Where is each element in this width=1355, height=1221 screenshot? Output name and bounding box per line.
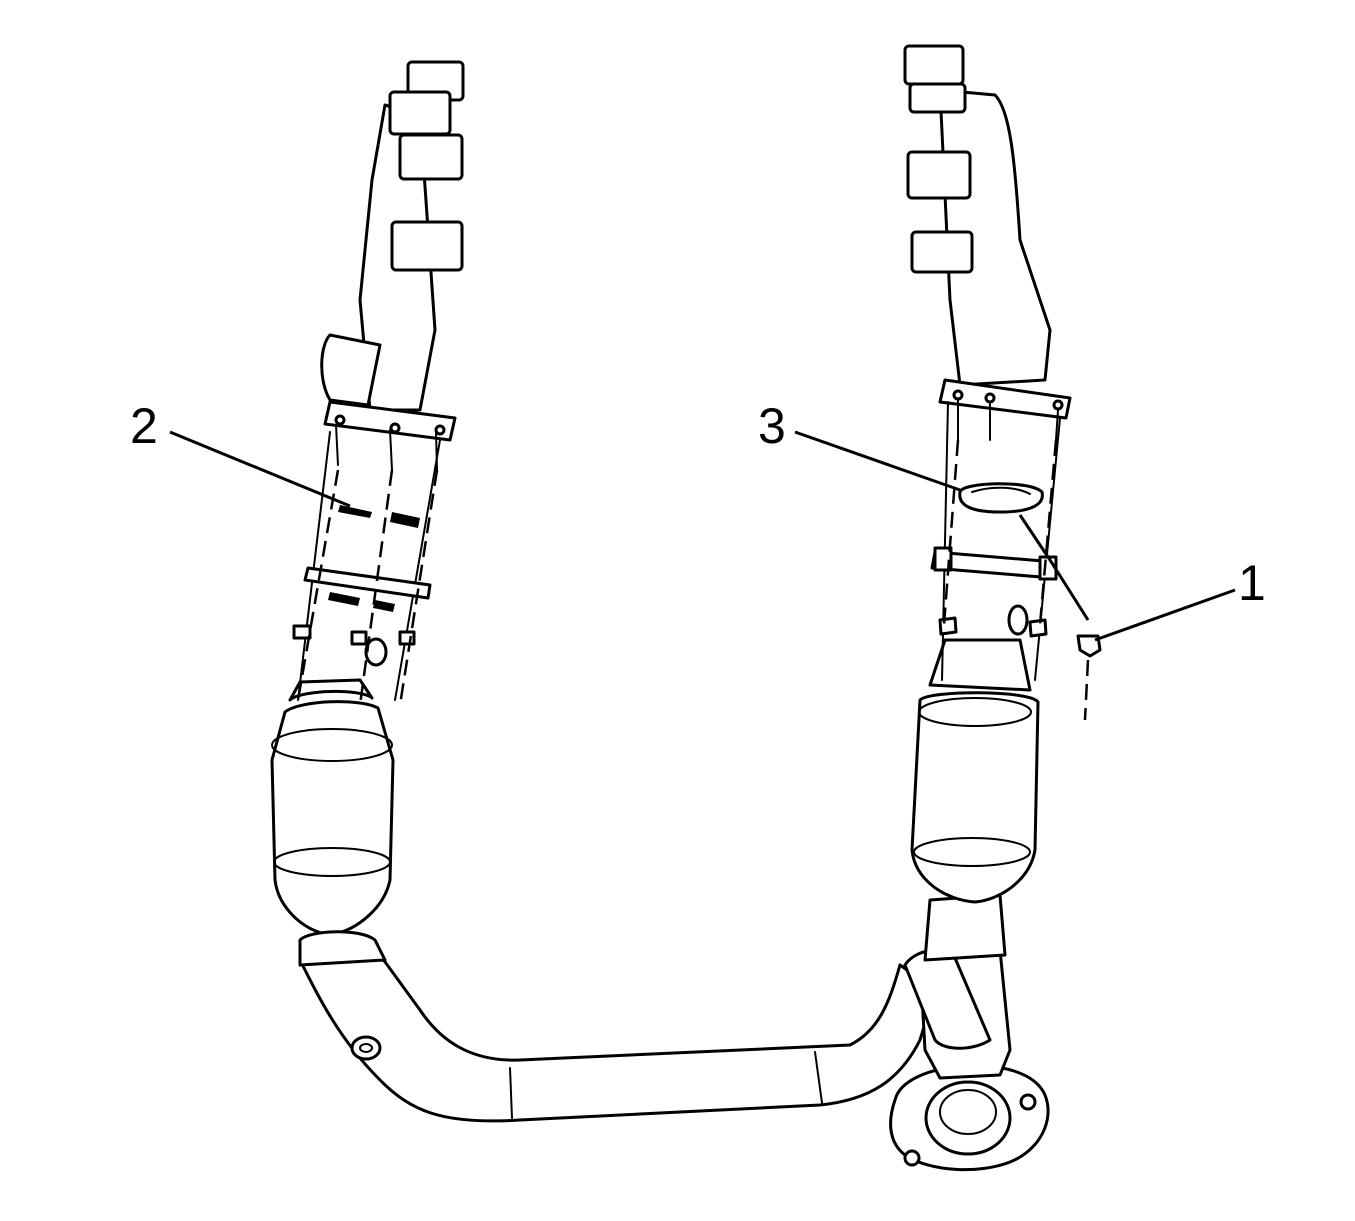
outlet-flange — [889, 1064, 1050, 1172]
right-inlet-pipe — [930, 401, 1061, 681]
left-inlet-pipe — [292, 431, 441, 701]
callout-2: 2 — [130, 398, 158, 454]
left-catalytic-converter — [270, 678, 395, 967]
leader-line-3 — [794, 430, 961, 492]
callout-1: 1 — [1238, 555, 1266, 611]
leader-line-1-tail — [1018, 514, 1090, 621]
leader-line-2 — [169, 430, 351, 508]
leader-line-1 — [1094, 588, 1236, 642]
left-studs — [296, 424, 439, 706]
left-exhaust-manifold — [320, 60, 465, 442]
nut — [1076, 634, 1102, 721]
gasket — [958, 482, 1044, 514]
crossover-pipe — [298, 953, 937, 1123]
leader-lines — [169, 430, 1236, 642]
callout-3: 3 — [758, 398, 786, 454]
right-studs — [942, 399, 1059, 626]
right-down-pipe — [903, 893, 1012, 1080]
right-catalytic-converter — [910, 604, 1040, 904]
callouts: 2 3 1 — [130, 398, 1266, 611]
right-exhaust-manifold — [903, 44, 1072, 420]
